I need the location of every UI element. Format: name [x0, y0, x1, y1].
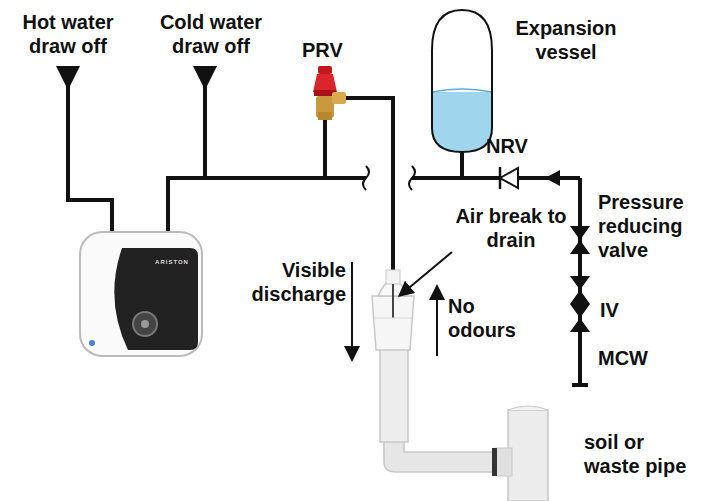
callout-label: soil or waste pipe — [584, 430, 700, 478]
tundish-and-waste — [372, 270, 548, 501]
callout-label: IV — [600, 298, 640, 322]
callout-label: NRV — [486, 134, 546, 158]
callout-label: Air break to drain — [446, 204, 576, 252]
callout-label: No odours — [448, 294, 530, 342]
callout-label: Visible discharge — [232, 258, 346, 306]
valve-symbols — [570, 226, 590, 332]
callout-label: Expansion vessel — [504, 16, 628, 64]
callout-label: Cold water draw off — [140, 10, 282, 58]
pipework — [68, 78, 588, 385]
callout-label: PRV — [302, 38, 352, 62]
callout-label: Hot water draw off — [4, 10, 132, 58]
non-return-valve — [500, 167, 518, 189]
pipe-break — [363, 166, 415, 190]
brand-mark: ARISTON — [150, 258, 194, 266]
expansion-vessel — [430, 10, 494, 154]
pressure-relief-valve — [313, 66, 346, 120]
water-heater — [80, 232, 202, 356]
callout-label: Pressure reducing valve — [598, 190, 704, 262]
flow-arrow — [545, 170, 560, 186]
annotation-arrows — [352, 252, 452, 356]
callout-label: MCW — [598, 346, 668, 370]
